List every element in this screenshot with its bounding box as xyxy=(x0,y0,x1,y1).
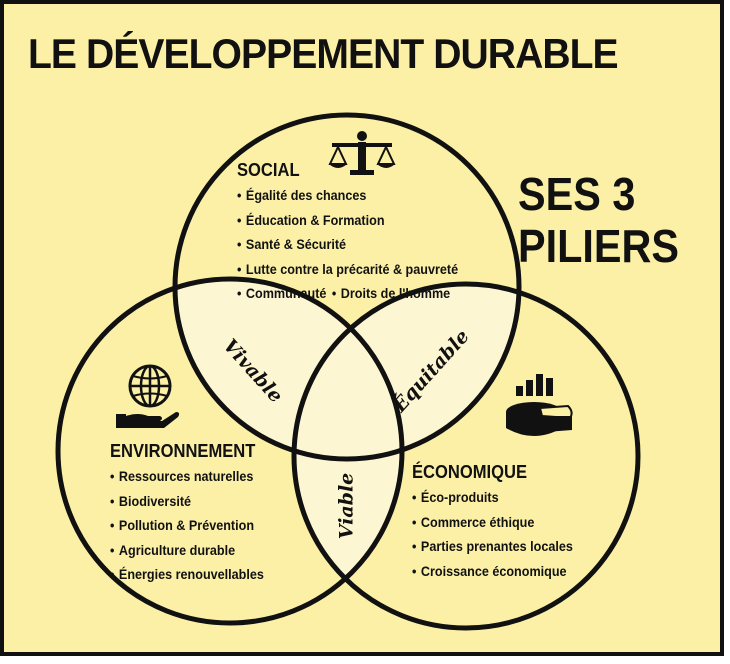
list-item: •Agriculture durable xyxy=(110,538,264,563)
list-item: •Éco-produits xyxy=(412,485,573,510)
economique-circle xyxy=(291,281,641,631)
environnement-list: •Ressources naturelles •Biodiversité •Po… xyxy=(110,464,281,587)
list-item: •Ressources naturelles xyxy=(110,464,264,489)
environnement-item-text: Ressources naturelles xyxy=(118,468,254,484)
page-title: LE DÉVELOPPEMENT DURABLE xyxy=(28,30,619,77)
list-item: •Santé & Sécurité xyxy=(237,232,458,257)
environnement-item-text: Biodiversité xyxy=(118,492,192,509)
bullet: • xyxy=(412,489,417,505)
economique-item-text: Commerce éthique xyxy=(420,513,535,530)
balance-scale-icon xyxy=(328,131,396,175)
bullet: • xyxy=(331,285,337,301)
social-item-text: Lutte contre la précarité & pauvreté xyxy=(245,260,459,277)
social-item-text: Droits de l'homme xyxy=(340,285,451,301)
bullet: • xyxy=(110,517,115,533)
list-item: •Égalité des chances xyxy=(237,183,458,208)
bullet: • xyxy=(237,260,242,277)
zone-viable: Viable xyxy=(335,472,358,540)
economique-item-text: Parties prenantes locales xyxy=(420,538,573,554)
bullet: • xyxy=(110,492,115,509)
list-item: •Biodiversité xyxy=(110,489,264,514)
bullet: • xyxy=(110,566,115,582)
environnement-item-text: Pollution & Prévention xyxy=(118,517,255,533)
list-item: •Commerce éthique xyxy=(412,510,573,535)
charts-icon xyxy=(506,374,573,436)
economique-block: ÉCONOMIQUE •Éco-produits •Commerce éthiq… xyxy=(412,462,591,583)
piliers-line-1: SES 3 xyxy=(518,168,636,220)
bullet: • xyxy=(110,541,115,558)
list-item: •Énergies renouvellables xyxy=(110,562,264,587)
list-item: •Pollution & Prévention xyxy=(110,513,264,538)
bullet: • xyxy=(412,562,417,579)
list-item: •Croissance économique xyxy=(412,559,573,584)
social-item-text: Santé & Sécurité xyxy=(245,236,347,252)
environnement-item-text: Agriculture durable xyxy=(118,541,236,558)
list-item: •Éducation & Formation xyxy=(237,208,458,233)
bullet: • xyxy=(237,187,242,203)
bullet: • xyxy=(237,211,242,228)
piliers-heading: SES 3 PILIERS xyxy=(518,168,679,272)
social-list: •Égalité des chances •Éducation & Format… xyxy=(237,183,483,306)
diagram-frame: LE DÉVELOPPEMENT DURABLE SES 3 PILIERS S… xyxy=(0,0,724,656)
globe-in-hand-icon xyxy=(116,364,180,428)
piliers-line-2: PILIERS xyxy=(518,220,680,272)
environnement-circle xyxy=(55,276,405,626)
social-item-text: Égalité des chances xyxy=(245,187,367,203)
environnement-block: ENVIRONNEMENT •Ressources naturelles •Bi… xyxy=(110,441,281,587)
bullet: • xyxy=(237,285,242,301)
bullet: • xyxy=(412,513,417,530)
economique-item-text: Croissance économique xyxy=(420,562,567,579)
economique-list: •Éco-produits •Commerce éthique •Parties… xyxy=(412,485,591,583)
environnement-heading: ENVIRONNEMENT xyxy=(110,441,256,461)
social-block: SOCIAL •Égalité des chances •Éducation &… xyxy=(237,160,483,306)
list-item: •Parties prenantes locales xyxy=(412,534,573,559)
environnement-item-text: Énergies renouvellables xyxy=(118,566,264,582)
bullet: • xyxy=(412,538,417,554)
list-item: •Lutte contre la précarité & pauvreté xyxy=(237,257,458,282)
venn-diagram xyxy=(55,112,641,631)
bullet: • xyxy=(110,468,115,484)
social-item-text: Éducation & Formation xyxy=(245,211,385,228)
economique-heading: ÉCONOMIQUE xyxy=(412,462,528,482)
economique-item-text: Éco-produits xyxy=(420,489,499,505)
bullet: • xyxy=(237,236,242,252)
list-item: •Communauté•Droits de l'homme xyxy=(237,281,458,306)
social-heading: SOCIAL xyxy=(237,160,300,180)
social-item-text: Communauté xyxy=(245,285,327,301)
